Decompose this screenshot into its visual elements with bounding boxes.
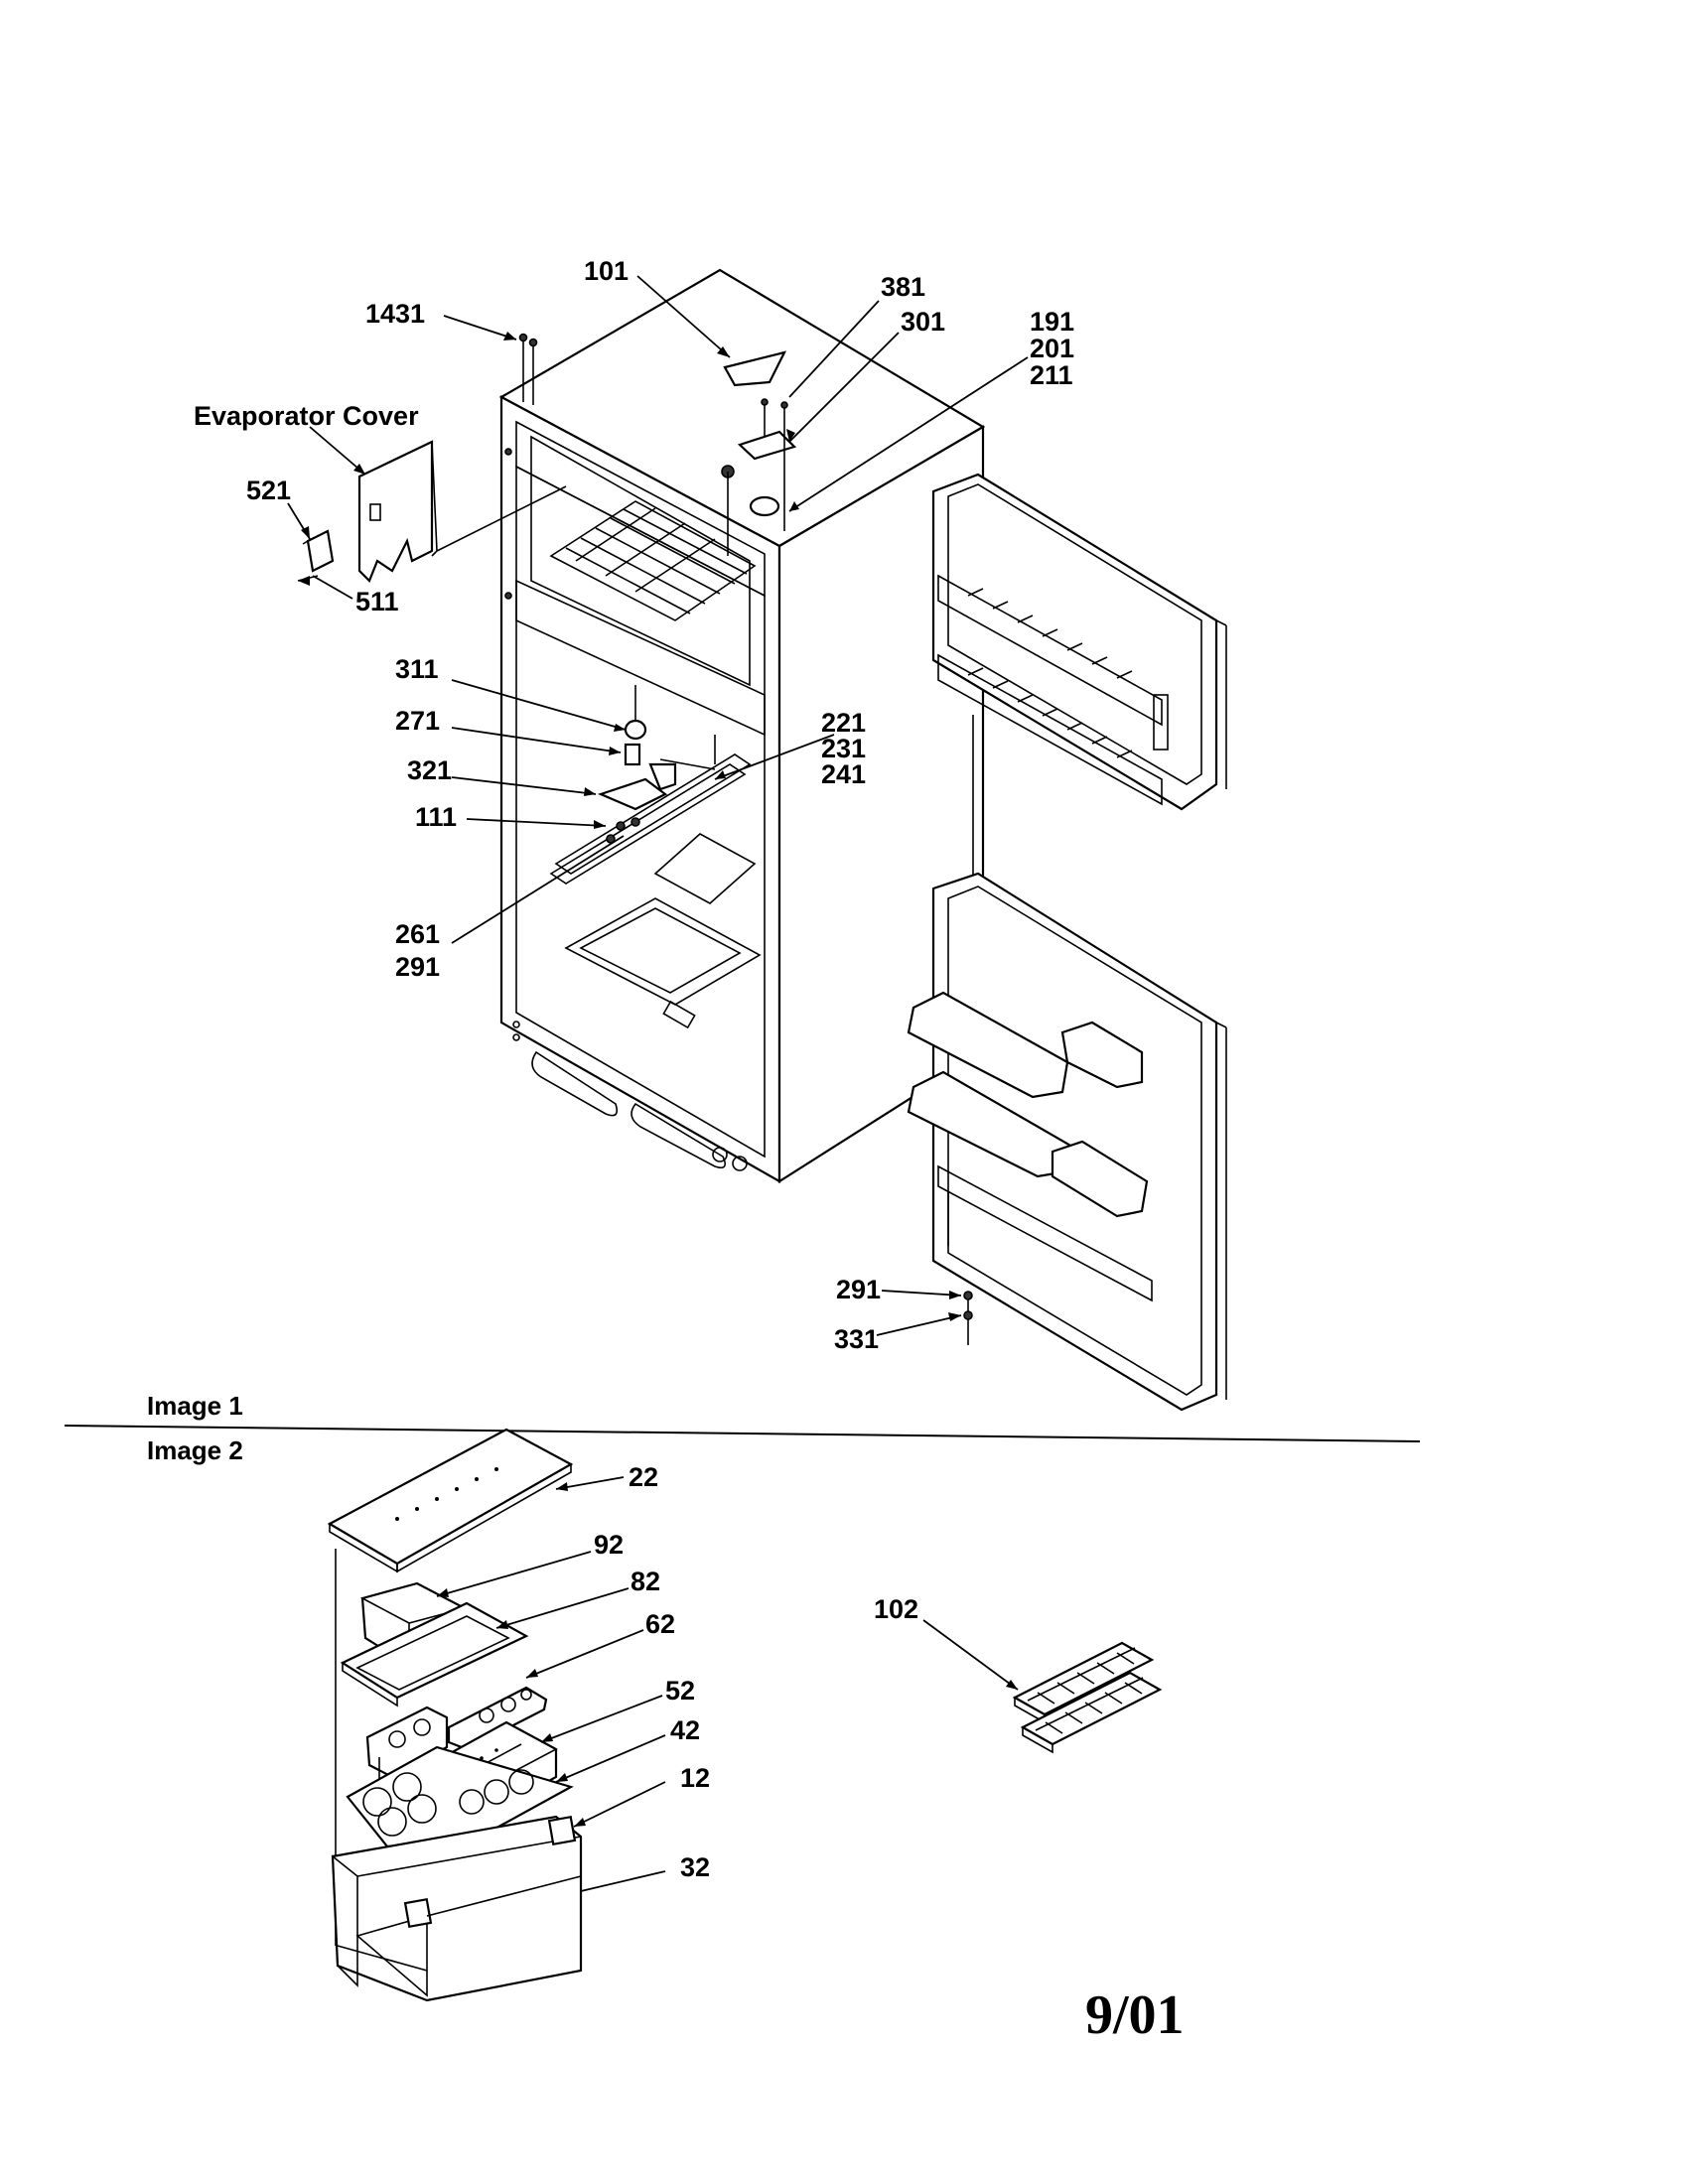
caption-image-2: Image 2 xyxy=(147,1435,243,1465)
evaporator-cover xyxy=(297,440,567,583)
label-191: 191 xyxy=(1030,307,1074,337)
label-22: 22 xyxy=(629,1462,658,1492)
label-62: 62 xyxy=(645,1609,675,1639)
part-12-32-bucket xyxy=(331,1815,583,2002)
label-42: 42 xyxy=(670,1715,700,1745)
top-hinge xyxy=(721,350,797,556)
part-62-holder xyxy=(447,1686,548,1751)
part-42-tray xyxy=(346,1745,574,1848)
label-12: 12 xyxy=(680,1763,710,1793)
date-stamp: 9/01 xyxy=(1085,1984,1185,2046)
freezer-shelf xyxy=(549,500,757,621)
fresh-food-door xyxy=(907,872,1227,1412)
label-52: 52 xyxy=(665,1676,695,1706)
freezer-door xyxy=(931,473,1227,811)
leader-lines-image1 xyxy=(287,275,1029,1336)
bottom-hinge xyxy=(963,1291,973,1345)
cabinet xyxy=(498,268,986,1184)
label-291-door: 291 xyxy=(836,1275,881,1304)
part-22-cover xyxy=(327,1428,574,1573)
label-331: 331 xyxy=(834,1324,879,1354)
freezer-shelf-rails xyxy=(967,588,1133,758)
leader-arrowheads-image1 xyxy=(298,332,961,1321)
label-221: 221 xyxy=(821,708,866,738)
section-divider xyxy=(64,1425,1421,1442)
label-301: 301 xyxy=(901,307,945,337)
part-102-ice-trays xyxy=(1012,1641,1163,1754)
screws-1431 xyxy=(518,333,538,405)
label-271: 271 xyxy=(395,706,440,736)
label-311: 311 xyxy=(395,654,439,684)
label-291-cabinet: 291 xyxy=(395,952,440,982)
leader-lines-image2 xyxy=(436,1476,1019,1892)
part-holder-left xyxy=(365,1706,449,1782)
label-511: 511 xyxy=(355,587,399,616)
label-521: 521 xyxy=(246,476,291,505)
label-241: 241 xyxy=(821,759,866,789)
label-261: 261 xyxy=(395,919,440,949)
label-111: 111 xyxy=(415,802,457,832)
label-82: 82 xyxy=(631,1567,660,1596)
part-82-tray xyxy=(340,1601,529,1707)
label-101: 101 xyxy=(584,256,629,286)
label-1431: 1431 xyxy=(365,299,425,329)
label-201: 201 xyxy=(1030,334,1074,363)
label-211: 211 xyxy=(1030,360,1073,390)
bottom-grille xyxy=(512,1021,748,1171)
control-assembly xyxy=(554,685,752,875)
label-381: 381 xyxy=(881,272,925,302)
label-32: 32 xyxy=(680,1852,710,1882)
label-evaporator-cover: Evaporator Cover xyxy=(194,401,419,431)
label-102: 102 xyxy=(874,1594,918,1624)
caption-image-1: Image 1 xyxy=(147,1391,243,1421)
label-321: 321 xyxy=(407,755,452,785)
label-231: 231 xyxy=(821,734,866,763)
label-92: 92 xyxy=(594,1530,624,1560)
leader-arrowheads-image2 xyxy=(437,1482,1018,1827)
